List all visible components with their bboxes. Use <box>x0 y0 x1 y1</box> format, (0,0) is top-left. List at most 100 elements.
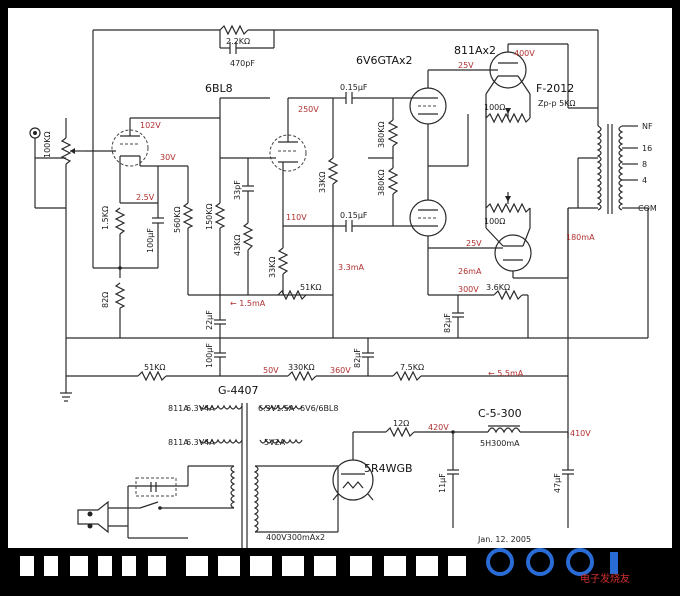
i33-label: 3.3mA <box>338 263 365 272</box>
power-transformer <box>188 403 339 548</box>
c3-label: 22μF <box>205 310 214 330</box>
tap-nf-label: NF <box>642 122 653 131</box>
tube-6v6-lower <box>409 114 498 249</box>
r2-label: 82Ω <box>101 292 110 308</box>
r4-label: 150KΩ <box>205 203 214 230</box>
driver-load-network <box>158 97 333 298</box>
r9-label: 380KΩ <box>377 169 386 196</box>
i15-label: ← 1.5mA <box>230 299 266 308</box>
input-jack <box>29 127 66 159</box>
decoupling-caps <box>214 298 226 376</box>
footer-block <box>70 556 88 576</box>
footer-block <box>148 556 166 576</box>
c1-label: 100μF <box>146 228 155 253</box>
c8-label: 47μF <box>553 473 562 493</box>
h3-left-label: 811A <box>168 438 189 447</box>
footer-block <box>20 556 34 576</box>
pt-label: G-4407 <box>218 384 259 397</box>
footer-block <box>98 556 112 576</box>
feedback-network <box>92 24 599 158</box>
v25b-label: 25V <box>466 239 482 248</box>
tube-2nd-stage <box>269 92 418 248</box>
c-coupling1-label: 0.15μF <box>340 83 368 92</box>
i180-label: 180mA <box>566 233 595 242</box>
footer-block <box>122 556 136 576</box>
v300-label: 300V <box>458 285 479 294</box>
footer-block <box>384 556 406 576</box>
r11-label: 51KΩ <box>144 363 166 372</box>
v110-label: 110V <box>286 213 307 222</box>
stage2-resistors <box>277 98 418 338</box>
h1-val-label: 6.3V4A <box>186 404 215 413</box>
r10-label: 51KΩ <box>300 283 322 292</box>
c-fb-label: 470pF <box>230 59 255 68</box>
c6-label: 82μF <box>443 313 452 333</box>
h4-val-label: 5V2A <box>264 438 286 447</box>
i26-label: 26mA <box>458 267 482 276</box>
tap-16-label: 16 <box>642 144 652 153</box>
tube-5r4wgb <box>332 431 386 501</box>
watermark-ring <box>566 548 594 576</box>
cathode-network <box>92 158 164 338</box>
bias-network <box>427 248 529 338</box>
footer-block <box>250 556 272 576</box>
c2-label: 33pF <box>233 180 242 200</box>
h2-val-label: 6.3V1.5A <box>258 404 295 413</box>
choke-label: C-5-300 <box>478 407 522 420</box>
h3-val-label: 6.3V4A <box>186 438 215 447</box>
v25a-label: 2.5V <box>136 193 155 202</box>
v102-label: 102V <box>140 121 161 130</box>
c7-label: 11μF <box>438 473 447 493</box>
footer-block <box>314 556 336 576</box>
r13-label: 7.5KΩ <box>400 363 424 372</box>
r12-label: 330KΩ <box>288 363 315 372</box>
tube-6bl8 <box>86 117 220 183</box>
r-fb-label: 2.2KΩ <box>226 37 250 46</box>
watermark-logo: 电子发烧友 <box>486 548 630 585</box>
h1-left-label: 811A <box>168 404 189 413</box>
i55-label: ← 5.5mA <box>488 369 524 378</box>
footer-block <box>218 556 240 576</box>
volume-pot <box>34 118 86 209</box>
footer-block <box>186 556 208 576</box>
footer-block <box>350 556 372 576</box>
date-label: Jan. 12. 2005 <box>477 535 531 544</box>
v400-label: 400V <box>514 49 535 58</box>
h2-right-label: 6V6/6BL8 <box>300 404 338 413</box>
vol-label: 100KΩ <box>43 131 52 158</box>
r5-label: 43KΩ <box>233 234 242 256</box>
r8-label: 380KΩ <box>377 121 386 148</box>
grid-resistors <box>368 98 399 226</box>
c4-label: 100μF <box>205 343 214 368</box>
tube-6v6-label: 6V6GTAx2 <box>356 54 413 67</box>
v25-label: 25V <box>458 61 474 70</box>
pot2-label: 100Ω <box>484 217 505 226</box>
watermark-ring <box>486 548 514 576</box>
ac-inlet <box>77 466 189 539</box>
footer-block <box>416 556 438 576</box>
output-transformer <box>567 124 638 338</box>
pot1-label: 100Ω <box>484 103 505 112</box>
r1-label: 1.5KΩ <box>101 206 110 230</box>
footer-bar <box>0 548 680 596</box>
r6-label: 33KΩ <box>318 171 327 193</box>
bplus-rail <box>66 338 569 438</box>
rectifier-filter <box>385 425 574 528</box>
ground-rail <box>60 207 649 402</box>
footer-block <box>282 556 304 576</box>
footer-block <box>44 556 58 576</box>
schematic-svg: 100KΩ 2.2KΩ 470pF 6BL8 102V 30V 2.5V <box>29 24 657 548</box>
r15-label: 12Ω <box>393 419 409 428</box>
v360-label: 360V <box>330 366 351 375</box>
tap-4-label: 4 <box>642 176 647 185</box>
v410-label: 410V <box>570 429 591 438</box>
v250-label: 250V <box>298 105 319 114</box>
schematic-sheet: 100KΩ 2.2KΩ 470pF 6BL8 102V 30V 2.5V <box>8 8 672 548</box>
watermark-text: 电子发烧友 <box>580 572 630 585</box>
watermark-ring <box>526 548 554 576</box>
v50-label: 50V <box>263 366 279 375</box>
r14-label: 3.6KΩ <box>486 283 510 292</box>
tube-811a-label: 811Ax2 <box>454 44 496 57</box>
r3-label: 560KΩ <box>173 206 182 233</box>
v420-label: 420V <box>428 423 449 432</box>
